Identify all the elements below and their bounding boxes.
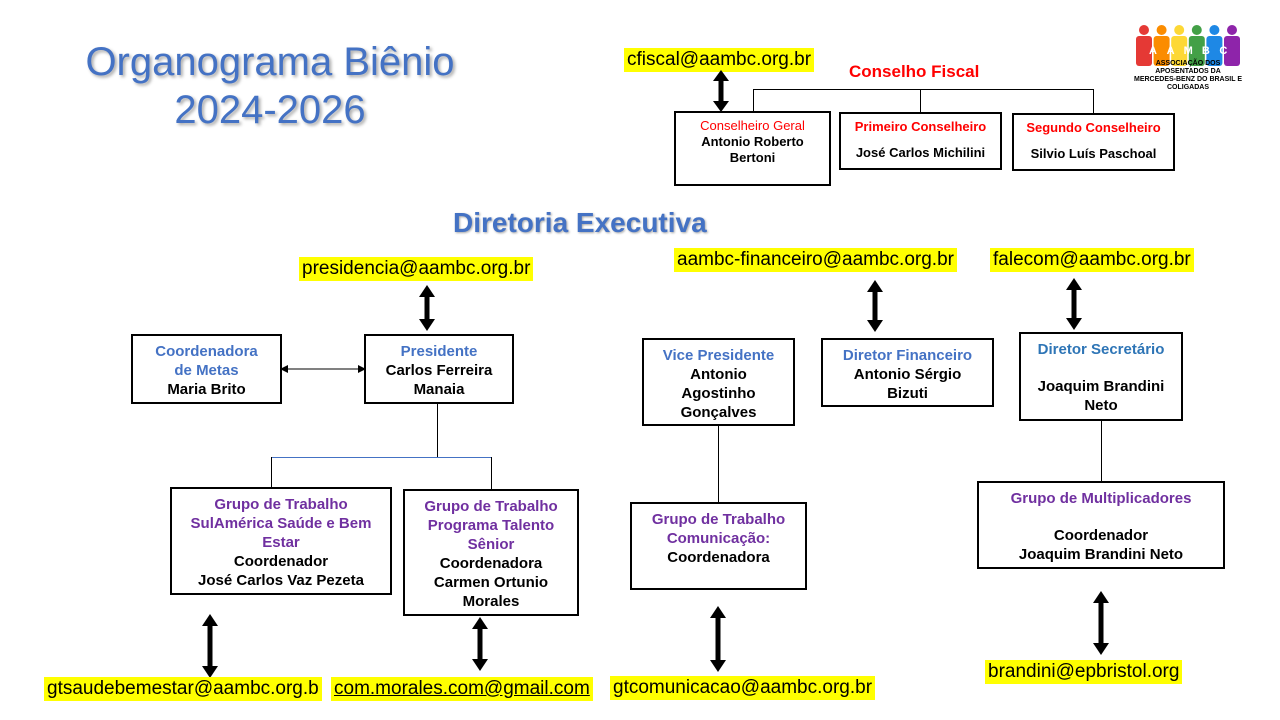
logo-figure-body <box>1171 36 1188 66</box>
diretoria-title: Diretoria Executiva <box>453 207 707 238</box>
logo-figure-head <box>1156 25 1167 35</box>
logo-letter: C <box>1219 45 1227 57</box>
logo-figure-body <box>1136 36 1152 66</box>
logo-figure-head <box>1227 25 1237 35</box>
falecom-email[interactable]: falecom@aambc.org.br <box>990 248 1194 272</box>
grupo-multiplicadores-box: Grupo de Multiplicadores Coordenador Joa… <box>977 481 1225 569</box>
gt-talento-arrow <box>472 617 488 671</box>
gt-comunicacao-box: Grupo de Trabalho Comunicação: Coordenad… <box>630 502 807 590</box>
logo-letter: B <box>1202 45 1210 57</box>
logo-figure-head <box>1209 25 1220 35</box>
logo-figure-head <box>1139 25 1149 35</box>
logo-figure-body <box>1224 36 1240 66</box>
financeiro-email[interactable]: aambc-financeiro@aambc.org.br <box>674 248 957 272</box>
secretario-arrow <box>1066 278 1082 330</box>
logo-figure-head <box>1174 25 1185 35</box>
primeiro-conselheiro-box: Primeiro Conselheiro José Carlos Michili… <box>839 112 1002 170</box>
gt-comunicacao-arrow <box>710 606 726 672</box>
diretor-secretario-box: Diretor Secretário Joaquim Brandini Neto <box>1019 332 1183 421</box>
logo-figure-body <box>1206 36 1223 66</box>
conselho-fiscal-title: Conselho Fiscal <box>849 62 980 81</box>
gt-saude-box: Grupo de Trabalho SulAmérica Saúde e Bem… <box>170 487 392 595</box>
gt-saude-email[interactable]: gtsaudebemestar@aambc.org.b <box>44 677 322 701</box>
conselheiro-geral-role: Conselheiro Geral <box>700 118 805 133</box>
logo-figure-body <box>1188 36 1205 66</box>
title-line-2: 2024-2026 <box>174 88 366 132</box>
diretor-financeiro-box: Diretor Financeiro Antonio Sérgio Bizuti <box>821 338 994 407</box>
presidencia-email[interactable]: presidencia@aambc.org.br <box>299 257 534 281</box>
metas-presidente-arrow <box>280 365 366 373</box>
gt-talento-email[interactable]: com.morales.com@gmail.com <box>331 677 593 701</box>
logo-letter: A <box>1167 45 1175 57</box>
logo-letter: M <box>1184 45 1193 57</box>
title-line-1: Organograma Biênio <box>85 40 455 84</box>
segundo-conselheiro-box: Segundo Conselheiro Silvio Luís Paschoal <box>1012 113 1175 171</box>
conselheiro-geral-box: Conselheiro Geral Antonio Roberto Berton… <box>674 111 831 186</box>
vice-presidente-box: Vice Presidente Antonio Agostinho Gonçal… <box>642 338 795 426</box>
gt-talento-box: Grupo de Trabalho Programa Talento Sênio… <box>403 489 579 616</box>
cfiscal-email[interactable]: cfiscal@aambc.org.br <box>624 48 815 72</box>
cfiscal-arrow <box>713 70 729 112</box>
page-title: Organograma Biênio 2024-2026 <box>40 38 500 134</box>
logo-figure-body <box>1153 36 1170 66</box>
coordenadora-metas-box: Coordenadora de Metas Maria Brito <box>131 334 282 404</box>
multiplicadores-email[interactable]: brandini@epbristol.org <box>985 660 1183 684</box>
presidente-box: Presidente Carlos Ferreira Manaia <box>364 334 514 404</box>
logo-caption: ASSOCIAÇÃO DOS APOSENTADOS DA MERCEDES-B… <box>1134 60 1242 91</box>
gt-comunicacao-email[interactable]: gtcomunicacao@aambc.org.br <box>610 676 876 700</box>
logo-letter: A <box>1149 45 1157 57</box>
multiplicadores-arrow <box>1093 591 1109 655</box>
logo-figure-head <box>1191 25 1202 35</box>
presidente-arrow <box>419 285 435 331</box>
gt-saude-arrow <box>202 614 218 678</box>
financeiro-arrow <box>867 280 883 332</box>
